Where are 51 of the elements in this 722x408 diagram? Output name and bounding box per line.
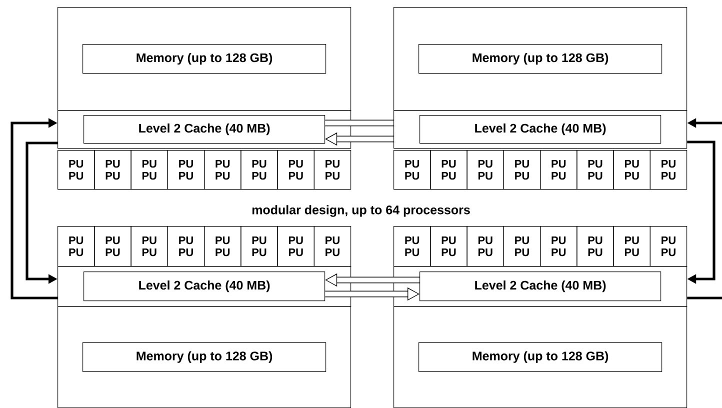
processor-cell: PU PU bbox=[613, 150, 650, 190]
processor-cell: PU PU bbox=[94, 226, 132, 267]
processor-cell: PU PU bbox=[576, 226, 614, 267]
cache-box: Level 2 Cache (40 MB) bbox=[84, 272, 326, 302]
processor-cell: PU PU bbox=[540, 150, 578, 190]
processor-cell: PU PU bbox=[167, 226, 205, 267]
processor-cell: PU PU bbox=[204, 226, 242, 267]
caption-text: modular design, up to 64 processors bbox=[252, 205, 470, 217]
processor-cell: PU PU bbox=[503, 150, 541, 190]
memory-box: Memory (up to 128 GB) bbox=[82, 44, 326, 74]
processor-cell: PU PU bbox=[430, 226, 468, 267]
cache-box: Level 2 Cache (40 MB) bbox=[420, 272, 662, 302]
processor-cell: PU PU bbox=[94, 150, 132, 190]
processor-cell: PU PU bbox=[650, 150, 688, 190]
processor-cell: PU PU bbox=[613, 226, 650, 267]
processor-cell: PU PU bbox=[394, 226, 431, 267]
processor-cell: PU PU bbox=[240, 150, 278, 190]
arrow bbox=[687, 140, 716, 284]
processor-cell: PU PU bbox=[503, 226, 541, 267]
cache-panel bbox=[394, 110, 688, 149]
memory-box: Memory (up to 128 GB) bbox=[418, 44, 662, 74]
cache-box: Level 2 Cache (40 MB) bbox=[84, 115, 326, 144]
processor-cell: PU PU bbox=[130, 226, 168, 267]
cache-panel bbox=[58, 110, 352, 149]
processor-cell: PU PU bbox=[314, 226, 352, 267]
processor-cell: PU PU bbox=[277, 150, 314, 190]
processor-cell: PU PU bbox=[167, 150, 205, 190]
processor-cell: PU PU bbox=[430, 150, 468, 190]
memory-panel bbox=[58, 306, 352, 408]
arrow bbox=[10, 118, 58, 300]
processor-cell: PU PU bbox=[204, 150, 242, 190]
processor-cell: PU PU bbox=[466, 150, 504, 190]
cache-panel bbox=[58, 266, 352, 307]
processor-cell: PU PU bbox=[314, 150, 352, 190]
cache-box: Level 2 Cache (40 MB) bbox=[420, 115, 662, 144]
cache-panel bbox=[394, 266, 688, 307]
processor-cell: PU PU bbox=[540, 226, 578, 267]
processor-cell: PU PU bbox=[240, 226, 278, 267]
processor-cell: PU PU bbox=[576, 150, 614, 190]
processor-cell: PU PU bbox=[130, 150, 168, 190]
memory-panel bbox=[394, 7, 688, 111]
memory-box: Memory (up to 128 GB) bbox=[82, 342, 326, 372]
memory-panel bbox=[394, 306, 688, 408]
processor-cell: PU PU bbox=[277, 226, 314, 267]
memory-panel bbox=[58, 7, 352, 111]
processor-cell: PU PU bbox=[466, 226, 504, 267]
processor-cell: PU PU bbox=[650, 226, 688, 267]
memory-box: Memory (up to 128 GB) bbox=[418, 342, 662, 372]
processor-cell: PU PU bbox=[394, 150, 431, 190]
processor-cell: PU PU bbox=[58, 150, 95, 190]
processor-cell: PU PU bbox=[58, 226, 95, 267]
